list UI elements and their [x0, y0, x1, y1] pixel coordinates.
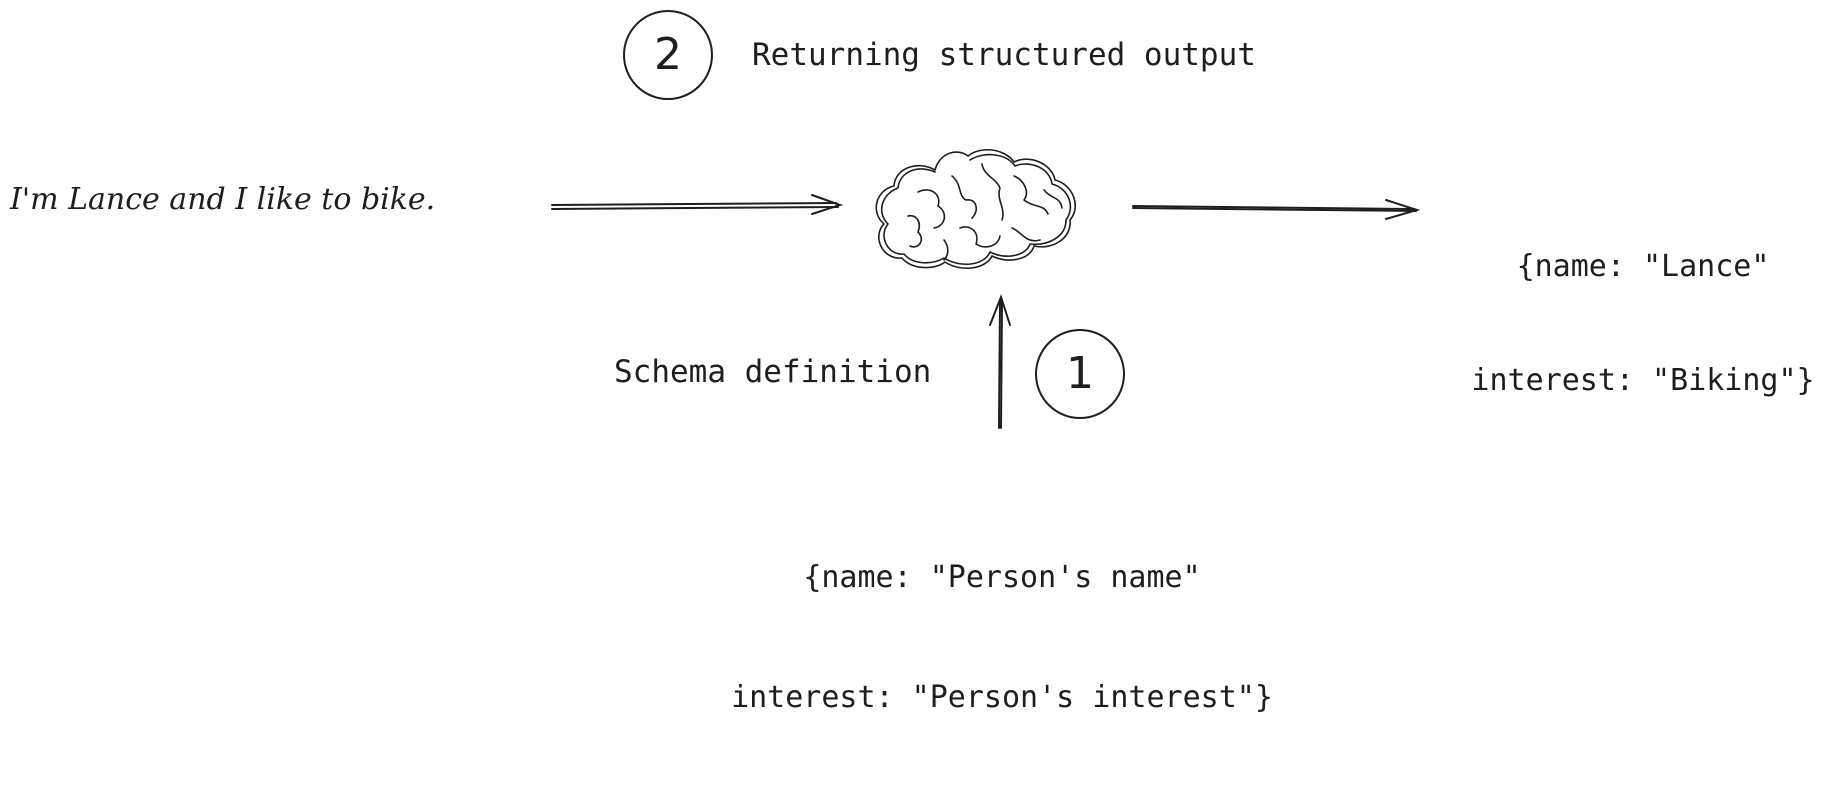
step-2-circle — [623, 10, 713, 100]
output-arrow — [1132, 199, 1421, 220]
input-text: I'm Lance and I like to bike. — [10, 182, 436, 217]
step-1-label: Schema definition — [614, 354, 932, 390]
diagram-canvas: 2 Returning structured output 1 Schema d… — [10, 10, 1832, 715]
schema-arrow — [989, 294, 1011, 429]
output-line-1: {name: "Lance" — [1516, 249, 1770, 284]
step-1-number: 1 — [1066, 348, 1094, 399]
schema-line-1: {name: "Person's name" — [803, 560, 1201, 595]
step-1-circle — [1035, 329, 1125, 419]
input-arrow — [551, 194, 844, 215]
schema-json: {name: "Person's name" interest: "Person… — [700, 478, 1304, 798]
step-2-label: Returning structured output — [752, 37, 1256, 73]
brain-icon — [875, 149, 1076, 269]
diagram-drawing — [551, 10, 1421, 429]
output-line-2: interest: "Biking"} — [1471, 363, 1815, 398]
schema-line-2: interest: "Person's interest"} — [731, 680, 1273, 715]
step-2-number: 2 — [654, 29, 682, 80]
output-json: {name: "Lance" interest: "Biking"} — [1454, 172, 1832, 476]
